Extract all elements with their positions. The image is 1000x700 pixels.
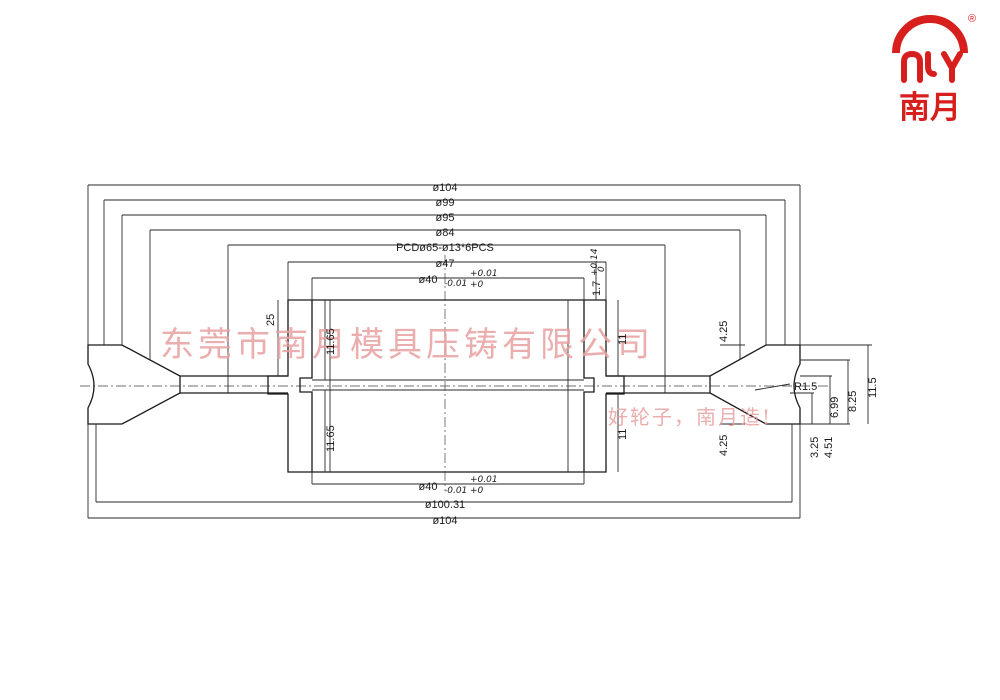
dim-side-tol-sup: +0.14 — [590, 248, 600, 276]
wheel-section — [80, 255, 830, 490]
dim-d100-31: ø100.31 — [425, 499, 465, 511]
dim-bore-top-tol-hand: +0.01 — [470, 269, 498, 279]
dim-bore-bottom: ø40 — [419, 481, 438, 493]
dim-bore-top: ø40 — [419, 274, 438, 286]
watermark-company: 东莞市南月模具压铸有限公司 — [160, 325, 654, 365]
rim-left — [87, 344, 181, 425]
dim-v4-25-bottom: 4.25 — [718, 435, 730, 456]
dim-v8-25: 8.25 — [847, 391, 859, 412]
rim-right — [709, 344, 801, 425]
dim-v11-bottom: 11 — [617, 429, 629, 440]
dim-d104-bottom: ø104 — [432, 515, 457, 527]
dim-r1-5: R1.5 — [794, 381, 817, 393]
dim-v11-65-top: 11.65 — [325, 328, 337, 355]
dim-side-tol-sub: 0 — [597, 266, 607, 272]
dim-bore-bottom-tol-hand: +0.01 — [470, 475, 498, 485]
dim-d84: ø84 — [436, 227, 455, 239]
dimension-lines — [87, 184, 872, 519]
dim-bore-bottom-tol-hand2: +0 — [470, 486, 484, 496]
dim-v4-25-top: 4.25 — [718, 321, 730, 342]
dim-bore-top-tol-sub: -0.01 — [444, 279, 467, 289]
dim-bore-top-tol-hand2: +0 — [470, 280, 484, 290]
dim-bore-bottom-tol-sub: -0.01 — [444, 486, 467, 496]
dim-v25: 25 — [265, 314, 277, 326]
dim-v11-65-bottom: 11.65 — [325, 425, 337, 452]
dim-v3-25: 3.25 — [809, 437, 821, 458]
dim-side-tol: 1.7 — [591, 281, 603, 296]
registered-mark: ® — [968, 13, 976, 25]
dim-v6-99: 6.99 — [829, 397, 841, 418]
logo-name: 南月 — [899, 90, 961, 126]
dim-pcd: PCDø65-ø13*6PCS — [396, 242, 494, 254]
logo-mark-icon — [901, 50, 963, 83]
dim-v11-5: 11.5 — [867, 377, 879, 398]
dim-d95: ø95 — [436, 212, 455, 224]
dimension-labels: ø104 ø99 ø95 ø84 PCDø65-ø13*6PCS ø47 ø40… — [265, 182, 879, 527]
dim-d99: ø99 — [436, 197, 455, 209]
watermark-slogan: 好轮子，南月造! — [608, 405, 772, 429]
dim-v4-51: 4.51 — [823, 437, 835, 458]
dim-v11-top: 11 — [617, 334, 629, 345]
logo-arch-icon — [892, 15, 968, 54]
dim-d47: ø47 — [436, 258, 455, 270]
watermark: 东莞市南月模具压铸有限公司 好轮子，南月造! — [160, 325, 772, 429]
brand-logo: 南月 ® — [892, 13, 976, 126]
dim-d104-top: ø104 — [432, 182, 457, 194]
